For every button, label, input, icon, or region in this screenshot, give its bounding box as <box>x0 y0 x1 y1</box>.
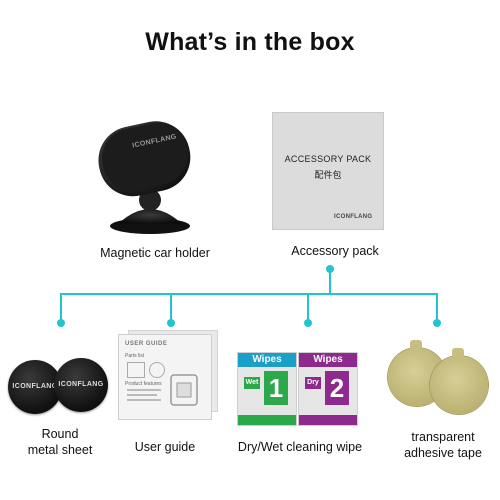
adhesive-tape-tab-1 <box>410 340 422 350</box>
metal-sheet-disc-2: ICONFLANG <box>54 358 108 412</box>
connector-drop-guide <box>170 293 172 323</box>
connector-dot-top <box>326 265 334 273</box>
connector-drop-tape <box>436 293 438 323</box>
guide-diagram-icon <box>170 374 198 406</box>
dry-wipe-title: Wipes <box>313 354 343 365</box>
wet-label: Wet <box>244 377 260 389</box>
guide-text-line-3 <box>127 399 161 401</box>
guide-text-line-2 <box>127 394 157 396</box>
wet-number: 1 <box>264 371 288 405</box>
metal-brand-text: ICONFLANG <box>12 383 58 390</box>
pack-label-en: ACCESSORY PACK <box>284 154 372 164</box>
pack-caption: Accessory pack <box>291 244 379 258</box>
guide-section-parts: Parts list <box>125 353 145 359</box>
guide-text-line-1 <box>127 389 161 391</box>
magnetic-car-holder-image: ICONFLANG <box>88 102 198 237</box>
wet-wipe-title: Wipes <box>252 354 282 365</box>
dry-wipe-packet: Wipes Dry 2 <box>298 352 358 426</box>
metal-brand-text-2: ICONFLANG <box>58 381 104 388</box>
pack-label-cn: 配件包 <box>314 170 342 180</box>
metal-sheet-disc-1: ICONFLANG <box>8 360 62 414</box>
page-title: What’s in the box <box>145 28 355 56</box>
adhesive-tape-disc-2 <box>430 356 488 414</box>
dry-number: 2 <box>325 371 349 405</box>
connector-trunk <box>329 268 331 294</box>
holder-caption: Magnetic car holder <box>100 246 210 260</box>
guide-section-features: Product features <box>125 381 162 387</box>
wipe-caption: Dry/Wet cleaning wipe <box>237 440 363 454</box>
dry-wipe-header-bar <box>299 353 357 367</box>
dry-label: Dry <box>305 377 321 389</box>
connector-dot-metal <box>57 319 65 327</box>
connector-dot-tape <box>433 319 441 327</box>
connector-horizontal <box>60 293 438 295</box>
metal-caption-line1: Round <box>41 427 79 441</box>
adhesive-tape-tab-2 <box>452 348 464 358</box>
wet-wipe-header-bar <box>238 353 296 367</box>
wet-wipe-packet: Wipes Wet 1 <box>237 352 297 426</box>
connector-drop-wipe <box>307 293 309 323</box>
wet-wipe-footer-bar <box>238 415 296 425</box>
pack-brand-text: ICONFLANG <box>334 214 373 220</box>
guide-header: USER GUIDE <box>125 341 168 347</box>
tape-caption-line2: adhesive tape <box>404 446 482 460</box>
guide-part-thumb-1 <box>127 362 145 378</box>
connector-dot-guide <box>167 319 175 327</box>
guide-caption: User guide <box>134 440 196 454</box>
connector-dot-wipe <box>304 319 312 327</box>
connector-drop-metal <box>60 293 62 323</box>
metal-caption-line2: metal sheet <box>27 443 93 457</box>
guide-part-thumb-2 <box>149 362 165 378</box>
tape-caption-line1: transparent <box>411 430 475 444</box>
accessory-pack-image: ACCESSORY PACK 配件包 ICONFLANG <box>272 112 384 230</box>
dry-wipe-footer-bar <box>299 415 357 425</box>
user-guide-image: USER GUIDE Parts list Product features <box>118 334 212 420</box>
